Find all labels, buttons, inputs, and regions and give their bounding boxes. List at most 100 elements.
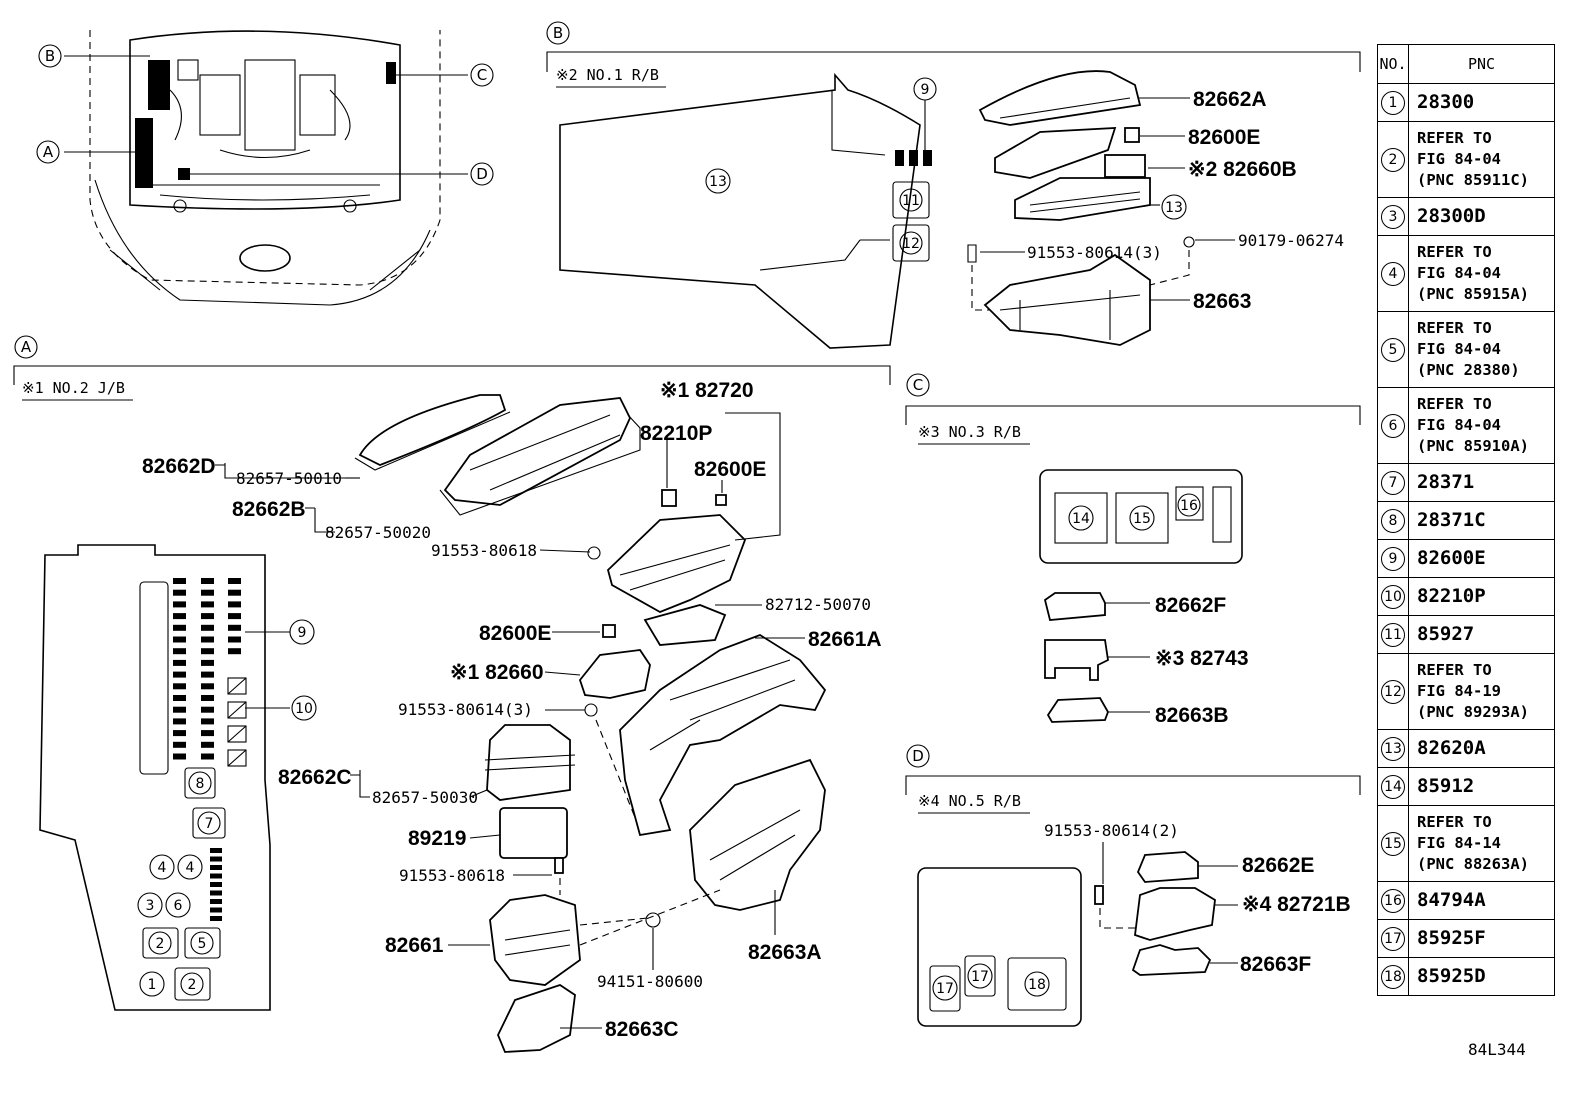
fuse-grid	[173, 578, 247, 767]
pnc-row-number-circle: 12	[1381, 679, 1405, 704]
pn-82657-50020: 82657-50020	[325, 523, 431, 542]
section-b-letter: B	[553, 24, 563, 42]
fuse-slot	[173, 648, 186, 655]
pnc-row-value: REFER TO FIG 84-04 (PNC 85910A)	[1408, 387, 1555, 464]
pnc-row-value: 85927	[1408, 615, 1555, 654]
fuse-slot	[173, 741, 186, 748]
pnc-row-number: 15	[1377, 805, 1409, 882]
pnc-row-number-circle: 10	[1381, 584, 1405, 609]
pnc-row-number-circle: 17	[1381, 926, 1405, 951]
pnc-row-number: 12	[1377, 653, 1409, 730]
pnc-row-number-circle: 7	[1381, 470, 1405, 495]
ref-9-b: 9	[921, 82, 930, 98]
fuse-slot	[173, 753, 186, 760]
pnc-row-number: 9	[1377, 539, 1409, 578]
pnc-row-number: 4	[1377, 235, 1409, 312]
fuse-slot	[173, 613, 186, 620]
callout-c: C	[477, 66, 487, 84]
small-fuse-slot	[210, 882, 222, 887]
pn-91553-80618-b: 91553-80618	[399, 866, 505, 885]
pnc-row-number-circle: 13	[1381, 736, 1405, 761]
fuse-hatch	[227, 725, 247, 743]
small-fuse-slot	[210, 890, 222, 896]
pnc-row-value: 82210P	[1408, 577, 1555, 616]
fuse-slot	[201, 718, 214, 725]
pnc-row-number: 10	[1377, 577, 1409, 616]
fuse-slot	[173, 624, 186, 631]
pnc-row-value: 28371	[1408, 463, 1555, 502]
pn-82210P: 82210P	[640, 422, 712, 445]
pn-82657-50010: 82657-50010	[236, 469, 342, 488]
fuse-slot	[173, 718, 186, 725]
diagram-code: 84L344	[1468, 1040, 1526, 1059]
pn-82720: ※1 82720	[660, 379, 754, 402]
fuse-slot	[201, 659, 214, 666]
ref-2a: 2	[156, 936, 165, 952]
section-d-caption: ※4 NO.5 R/B	[918, 792, 1021, 810]
fuse-slot	[201, 589, 214, 596]
fuse-slot	[173, 659, 186, 666]
pn-82663C: 82663C	[605, 1018, 679, 1041]
pn-91553-80614-3-a: 91553-80614(3)	[398, 700, 533, 719]
fuse-slot	[228, 648, 241, 655]
fuse-slot	[228, 613, 241, 620]
fuse-slot	[173, 706, 186, 713]
ref-13-board: 13	[709, 174, 727, 190]
fuse-slot	[201, 578, 214, 584]
engine-bay-overview: B A C D	[36, 30, 494, 306]
fuse-slot	[173, 578, 186, 584]
fuse-slot	[201, 753, 214, 760]
fuse-slot	[228, 624, 241, 631]
pn-90179-06274: 90179-06274	[1238, 231, 1344, 250]
section-c: C ※3 NO.3 R/B 14 15 16 82662F ※3 82743 8…	[905, 373, 1361, 727]
pn-82662A: 82662A	[1193, 88, 1267, 111]
pn-82663A: 82663A	[748, 941, 822, 964]
pn-82661: 82661	[385, 934, 444, 957]
fuse-hatch	[227, 701, 247, 719]
pn-82661A: 82661A	[808, 628, 882, 651]
pnc-row-number-circle: 15	[1381, 831, 1405, 856]
fuse-slot	[228, 636, 241, 643]
pnc-row-number: 7	[1377, 463, 1409, 502]
pnc-row-number: 18	[1377, 957, 1409, 996]
ref-6: 6	[174, 898, 183, 914]
pnc-row-number-circle: 14	[1381, 774, 1405, 799]
callout-b: B	[45, 47, 55, 65]
pnc-row-number-circle: 18	[1381, 964, 1405, 989]
fuse-slot	[201, 613, 214, 620]
ref-15: 15	[1133, 511, 1151, 527]
pn-82663F: 82663F	[1240, 953, 1311, 976]
ref-3: 3	[146, 898, 155, 914]
pnc-row-number: 6	[1377, 387, 1409, 464]
ref-4a: 4	[158, 860, 167, 876]
pnc-row-value: 85925F	[1408, 919, 1555, 958]
pnc-row-value: REFER TO FIG 84-04 (PNC 85911C)	[1408, 121, 1555, 198]
fuse-hatch	[227, 677, 247, 695]
callout-d: D	[476, 165, 488, 183]
pnc-row-value: 82620A	[1408, 729, 1555, 768]
header-pnc: PNC	[1408, 44, 1555, 84]
fuse-slot	[173, 671, 186, 678]
pnc-row-number: 2	[1377, 121, 1409, 198]
fuse-slot	[173, 730, 186, 737]
ref-16: 16	[1180, 498, 1198, 514]
fuse-slot	[173, 636, 186, 643]
header-no: NO.	[1377, 44, 1409, 84]
ref-5: 5	[198, 936, 207, 952]
section-b: B ※2 NO.1 R/B 9 11 12 13	[546, 21, 1361, 349]
pn-82657-50030: 82657-50030	[372, 788, 478, 807]
pn-91553-80614-3-b: 91553-80614(3)	[1027, 243, 1162, 262]
fuse-slot	[173, 695, 186, 701]
pnc-row-value: 28371C	[1408, 501, 1555, 540]
pn-82721B: ※4 82721B	[1242, 893, 1351, 916]
pn-82712-50070: 82712-50070	[765, 595, 871, 614]
